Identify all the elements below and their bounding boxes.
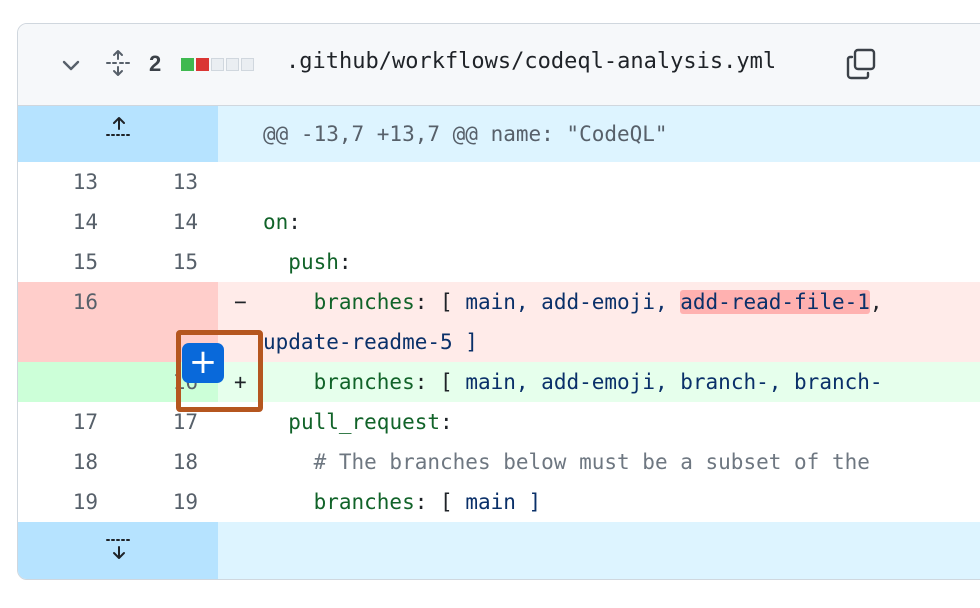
add-comment-button[interactable]: +	[182, 343, 224, 383]
old-line-number[interactable]: 17	[72, 410, 98, 434]
yaml-punct: :	[338, 250, 352, 274]
expand-down-button[interactable]	[18, 522, 218, 579]
diffstat-neutral	[211, 58, 224, 71]
diff-line: 15 15 push:	[18, 242, 980, 282]
file-path[interactable]: .github/workflows/codeql-analysis.yml	[286, 49, 777, 74]
yaml-punct: ,	[869, 290, 883, 314]
diff-line: 18 18 # The branches below must be a sub…	[18, 442, 980, 482]
new-line-number[interactable]: 13	[172, 170, 198, 194]
diff-line: 14 14 on:	[18, 202, 980, 242]
chevron-down-icon[interactable]	[60, 54, 82, 76]
added-line: 16 + branches: [ main, add-emoji, branch…	[18, 362, 980, 402]
yaml-key: pull_request	[288, 410, 441, 434]
expand-all-icon[interactable]	[103, 48, 133, 78]
wrapped-code-line: update-readme-5 ]	[263, 330, 478, 354]
expand-up-button[interactable]	[18, 106, 218, 162]
old-line-number[interactable]: 19	[72, 490, 98, 514]
new-line-number[interactable]: 17	[172, 410, 198, 434]
plus-icon: +	[188, 342, 218, 382]
code-line: branches: [ main ]	[263, 482, 542, 522]
diff-line: 17 17 pull_request:	[18, 402, 980, 442]
yaml-comment: # The branches below must be a subset of…	[313, 450, 870, 474]
removed-word-highlight: add-read-file-1	[680, 290, 870, 314]
diff-line: 19 19 branches: [ main ]	[18, 482, 980, 522]
yaml-key: branches	[313, 290, 415, 314]
yaml-punct: : [	[414, 290, 466, 314]
expand-down-icon[interactable]	[104, 536, 134, 562]
diff-panel: 2 .github/workflows/codeql-analysis.yml …	[17, 23, 980, 580]
yaml-punct: : [	[414, 370, 466, 394]
diffstat-deletion	[196, 58, 209, 71]
old-line-number[interactable]: 15	[72, 250, 98, 274]
changes-count: 2	[149, 51, 162, 76]
diffstat-addition	[181, 58, 194, 71]
old-line-number[interactable]: 14	[72, 210, 98, 234]
yaml-values: main, add-emoji, branch-, branch-	[465, 370, 883, 394]
yaml-punct: :	[440, 410, 453, 434]
old-line-number[interactable]: 16	[72, 290, 98, 314]
expand-up-icon[interactable]	[104, 114, 134, 140]
hunk-footer	[18, 522, 980, 579]
code-line: branches: [ main, add-emoji, add-read-fi…	[263, 282, 883, 322]
hunk-header: @@ -13,7 +13,7 @@ name: "CodeQL"	[18, 106, 980, 162]
yaml-key: branches	[313, 490, 415, 514]
diffstat-neutral	[226, 58, 239, 71]
yaml-punct: :	[288, 210, 301, 234]
new-line-number[interactable]: 18	[172, 450, 198, 474]
yaml-values: main, add-emoji,	[465, 290, 681, 314]
hunk-header-text: @@ -13,7 +13,7 @@ name: "CodeQL"	[263, 122, 668, 146]
file-header: 2 .github/workflows/codeql-analysis.yml	[18, 24, 980, 106]
diffstat-neutral	[241, 58, 254, 71]
yaml-key: on	[263, 210, 289, 234]
yaml-punct: : [	[414, 490, 466, 514]
addition-marker: +	[234, 370, 247, 394]
deletion-marker: −	[234, 290, 247, 314]
new-line-number[interactable]: 19	[172, 490, 198, 514]
old-line-number[interactable]: 13	[72, 170, 98, 194]
deleted-line: 16 − branches: [ main, add-emoji, add-re…	[18, 282, 980, 362]
code-line: # The branches below must be a subset of…	[263, 442, 870, 482]
yaml-key: push	[288, 250, 339, 274]
callout-outline	[176, 330, 263, 412]
code-line: on:	[263, 202, 301, 242]
new-line-number[interactable]: 15	[172, 250, 198, 274]
old-line-number[interactable]: 18	[72, 450, 98, 474]
code-line: branches: [ main, add-emoji, branch-, br…	[263, 362, 883, 402]
code-line: pull_request:	[263, 402, 453, 442]
code-line: push:	[263, 242, 352, 282]
diffstat	[181, 58, 254, 72]
new-line-number[interactable]: 14	[172, 210, 198, 234]
yaml-values: main ]	[465, 490, 542, 514]
diff-line: 13 13	[18, 162, 980, 202]
yaml-key: branches	[313, 370, 415, 394]
copy-icon[interactable]	[844, 46, 880, 82]
